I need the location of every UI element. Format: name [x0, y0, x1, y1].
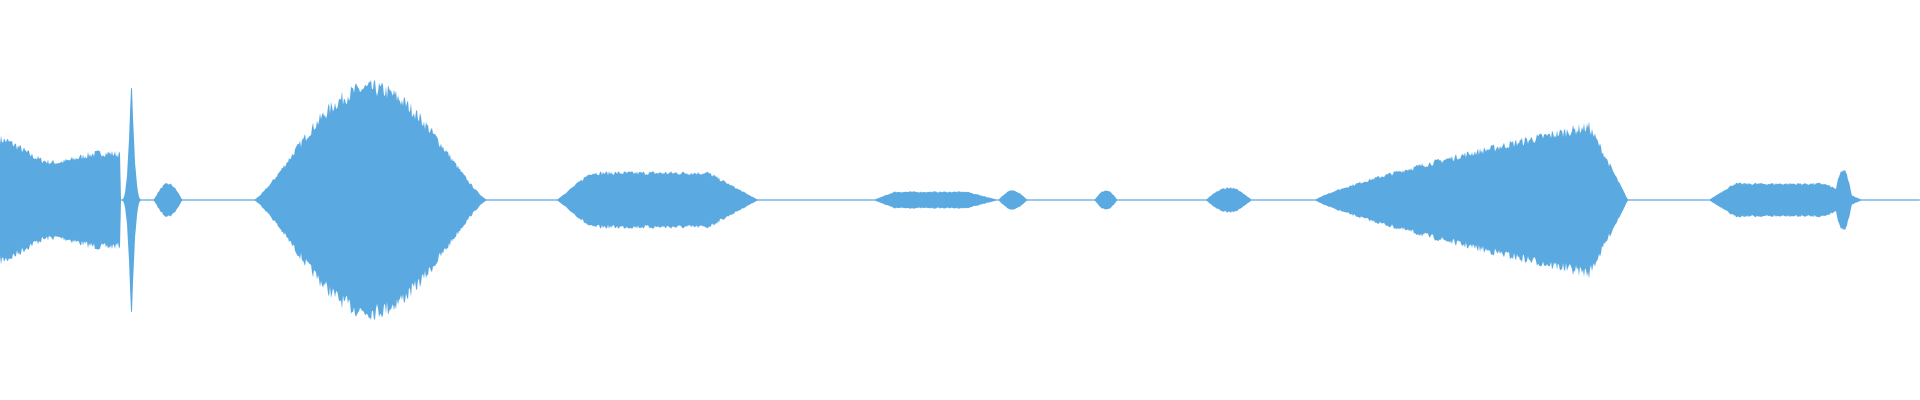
waveform-envelope	[0, 79, 1919, 321]
